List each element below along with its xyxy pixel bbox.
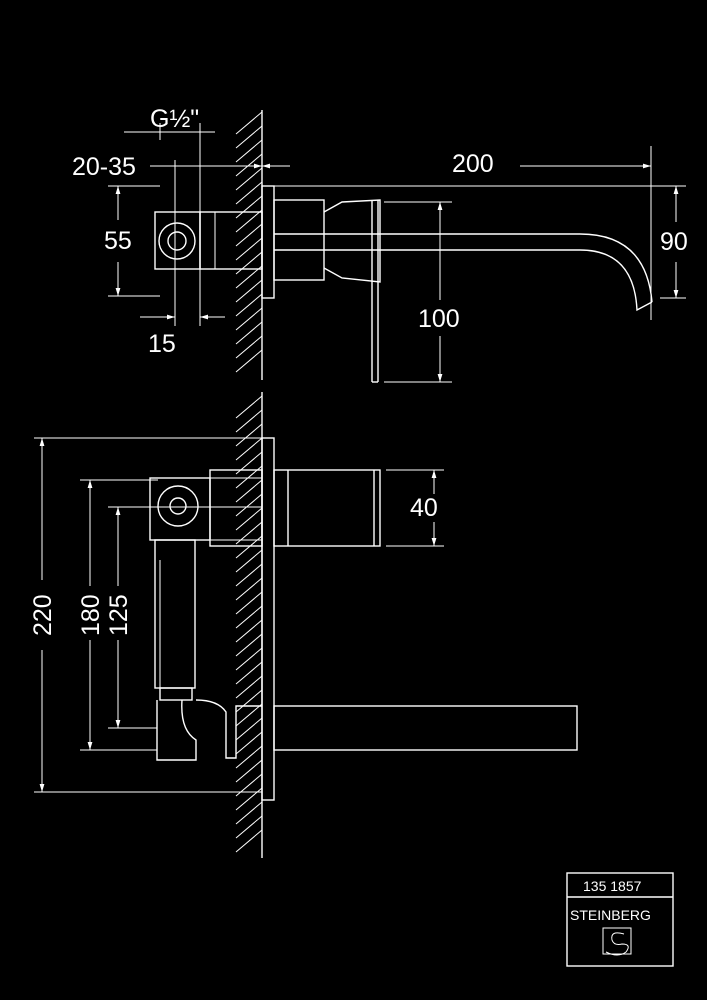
- hatch-line: [235, 335, 263, 359]
- hatch-line: [235, 521, 263, 545]
- dim-flange-depth: 15: [148, 330, 176, 358]
- dim-spout-height: 90: [660, 228, 688, 256]
- hatch-line: [235, 125, 263, 149]
- hatch-line: [235, 703, 263, 727]
- spout-front: [273, 705, 578, 751]
- hatch-line: [235, 829, 263, 853]
- hatch-line: [235, 815, 263, 839]
- hatch-line: [235, 689, 263, 713]
- dim-thread: G½": [150, 105, 199, 133]
- hatch-line: [235, 437, 263, 461]
- hatch-line: [235, 251, 263, 275]
- side-view: G½" 20-35 200 90 55 15 100: [72, 105, 688, 383]
- hatch-line: [235, 619, 263, 643]
- hatch-line: [235, 745, 263, 769]
- front-view: 40 220 180 125: [29, 392, 578, 858]
- hatch-line: [235, 535, 263, 559]
- wall-hatch-bottom: [235, 395, 263, 853]
- hatch-line: [235, 507, 263, 531]
- hatch-line: [235, 605, 263, 629]
- hatch-line: [235, 549, 263, 573]
- hatch-line: [235, 279, 263, 303]
- hatch-line: [235, 661, 263, 685]
- valve-housing: [149, 477, 211, 541]
- hatch-line: [235, 111, 263, 135]
- brand-name: STEINBERG: [570, 907, 651, 923]
- dim-spout-axis-distance: 125: [105, 594, 133, 636]
- riser-pipe: [154, 539, 196, 689]
- hatch-line: [235, 223, 263, 247]
- mixer-body: [273, 199, 325, 281]
- hatch-line: [235, 321, 263, 345]
- hatch-line: [235, 451, 263, 475]
- hatch-line: [235, 395, 263, 419]
- dim-spout-length: 200: [452, 150, 494, 178]
- cover-plate-side: [261, 185, 275, 299]
- hatch-line: [235, 717, 263, 741]
- hatch-line: [235, 773, 263, 797]
- hatch-line: [235, 633, 263, 657]
- hatch-line: [235, 209, 263, 233]
- dim-overall-height: 220: [29, 594, 57, 636]
- hatch-line: [235, 675, 263, 699]
- hatch-line: [235, 591, 263, 615]
- valve-flange: [154, 211, 201, 270]
- title-block: 135 1857 STEINBERG: [566, 872, 674, 967]
- hatch-line: [235, 237, 263, 261]
- valve-port: [158, 222, 196, 260]
- lever-handle: [323, 199, 381, 283]
- hatch-line: [235, 139, 263, 163]
- hatch-line: [235, 167, 263, 191]
- hatch-line: [235, 293, 263, 317]
- hatch-line: [235, 759, 263, 783]
- hatch-line: [235, 493, 263, 517]
- valve-port-front: [157, 485, 199, 527]
- hatch-line: [235, 349, 263, 373]
- hatch-line: [235, 563, 263, 587]
- hatch-line: [235, 153, 263, 177]
- valve-port-front-inner: [169, 497, 187, 515]
- handle-front: [273, 469, 381, 547]
- hatch-line: [235, 195, 263, 219]
- hatch-line: [235, 465, 263, 489]
- hatch-line: [235, 787, 263, 811]
- dim-plate-height: 100: [418, 305, 460, 333]
- dim-flange-height: 55: [104, 227, 132, 255]
- hatch-line: [235, 577, 263, 601]
- valve-port-inner: [167, 231, 187, 251]
- wall-hatch-top: [235, 111, 263, 373]
- dim-wall-depth: 20-35: [72, 153, 136, 181]
- hatch-line: [235, 647, 263, 671]
- spout: [274, 233, 653, 312]
- cartridge: [209, 469, 263, 547]
- elbow: [156, 699, 262, 761]
- hatch-line: [235, 479, 263, 503]
- dim-handle-height: 40: [410, 494, 438, 522]
- cover-plate-front: [261, 437, 275, 801]
- hatch-line: [235, 307, 263, 331]
- hatch-line: [235, 731, 263, 755]
- hatch-line: [235, 423, 263, 447]
- product-code: 135 1857: [583, 878, 642, 894]
- hatch-line: [235, 801, 263, 825]
- hatch-line: [235, 409, 263, 433]
- hatch-line: [235, 181, 263, 205]
- dim-axis-distance: 180: [77, 594, 105, 636]
- brand-logo: [602, 927, 632, 956]
